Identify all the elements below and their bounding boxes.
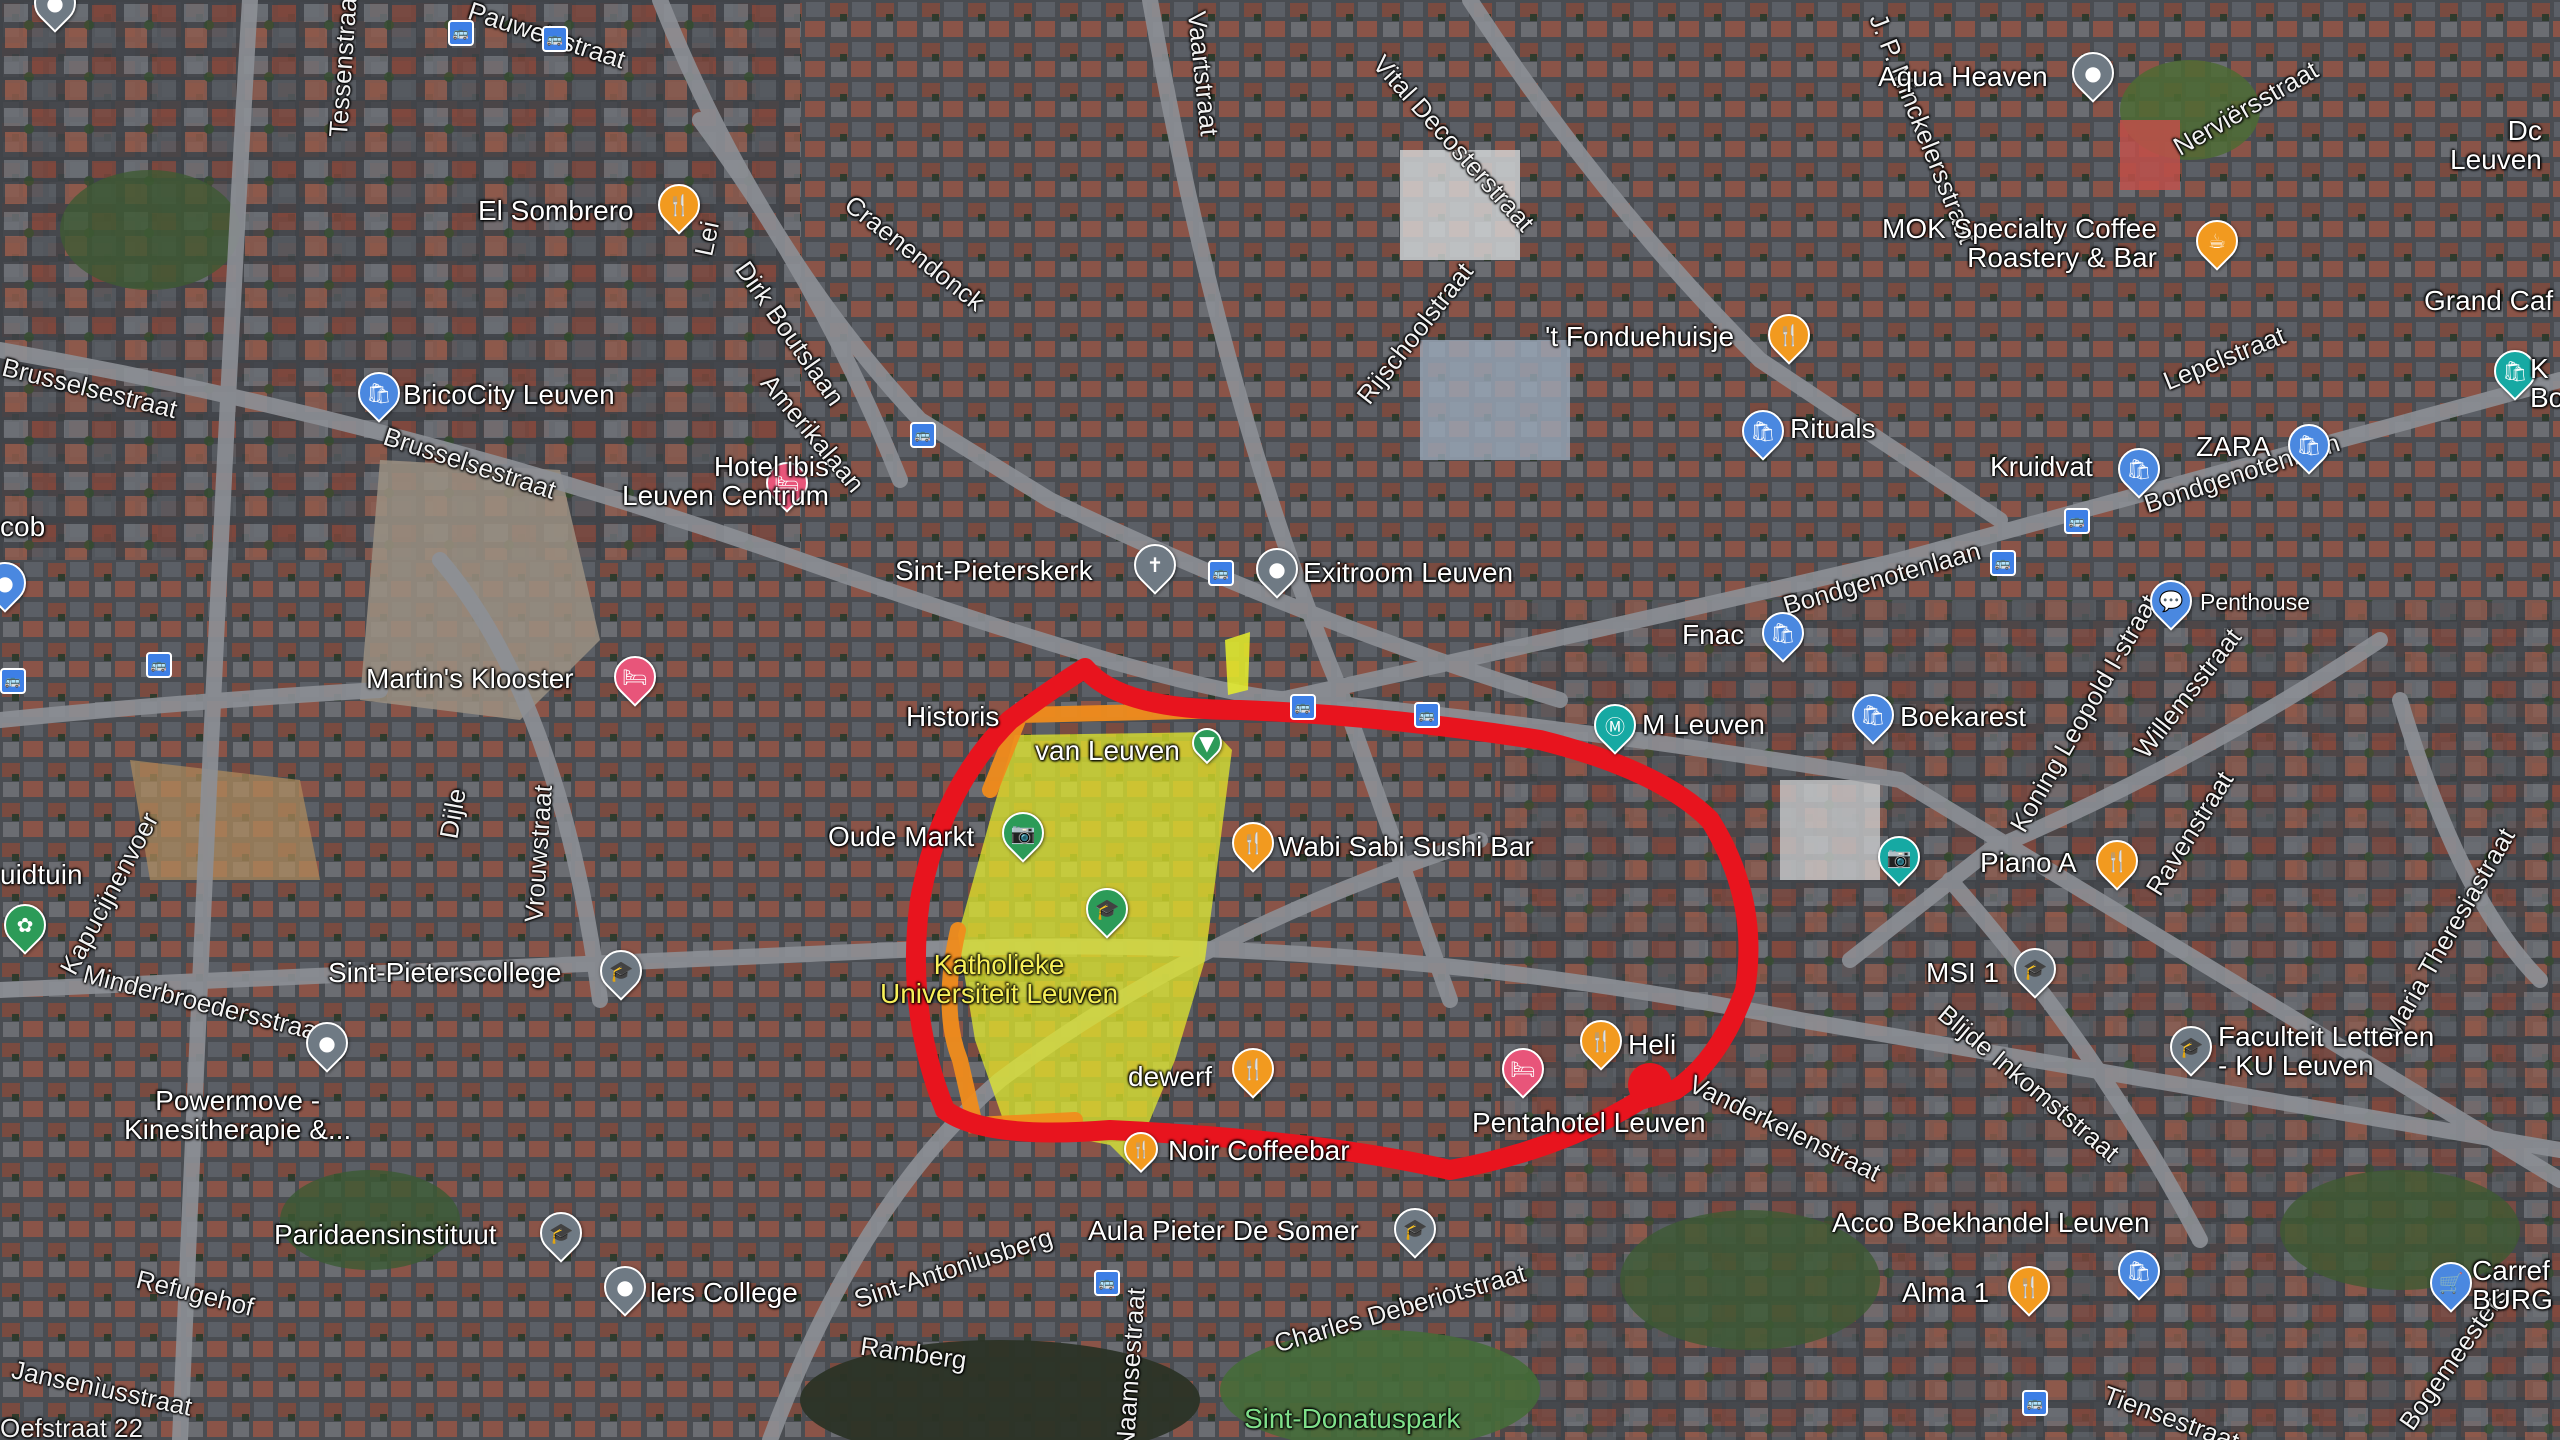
place-label-m-leuven[interactable]: M Leuven bbox=[1642, 709, 1765, 740]
place-label-faculteit-letteren[interactable]: Faculteit Letteren - KU Leuven bbox=[2218, 1021, 2435, 1082]
bus-stop-icon[interactable]: 🚌 bbox=[1208, 560, 1234, 586]
place-label-msi-1[interactable]: MSI 1 bbox=[1926, 957, 2000, 988]
bus-stop-icon[interactable]: 🚌 bbox=[1290, 694, 1316, 720]
place-label-ku-leuven[interactable]: Katholieke Universiteit Leuven bbox=[880, 949, 1119, 1010]
place-label-hotel-ibis[interactable]: Hotel ibis Leuven Centrum bbox=[622, 451, 830, 512]
bus-stop-icon[interactable]: 🚌 bbox=[542, 26, 568, 52]
place-label-kruidvat[interactable]: Kruidvat bbox=[1990, 451, 2093, 482]
place-label-noir-coffeebar[interactable]: Noir Coffeebar bbox=[1168, 1135, 1350, 1166]
bus-stop-icon[interactable]: 🚌 bbox=[2064, 508, 2090, 534]
bus-stop-icon[interactable]: 🚌 bbox=[910, 422, 936, 448]
place-label-piano-a[interactable]: Piano A bbox=[1980, 847, 2077, 878]
place-label-martins-klooster[interactable]: Martin's Klooster bbox=[366, 663, 574, 694]
place-label-sint-pieterscollege[interactable]: Sint-Pieterscollege bbox=[328, 957, 562, 988]
place-label-exitroom[interactable]: Exitroom Leuven bbox=[1303, 557, 1514, 588]
place-label-boekarest[interactable]: Boekarest bbox=[1900, 701, 2027, 732]
place-label-fonduehuisje[interactable]: 't Fonduehuisje bbox=[1545, 321, 1735, 352]
place-label-wabi-sabi[interactable]: Wabi Sabi Sushi Bar bbox=[1278, 831, 1534, 862]
place-label-cob[interactable]: cob bbox=[0, 511, 46, 542]
place-label-bricocity[interactable]: BricoCity Leuven bbox=[403, 379, 615, 410]
place-label-dewerf[interactable]: dewerf bbox=[1128, 1061, 1213, 1092]
place-label-aula-pieter-de-somer[interactable]: Aula Pieter De Somer bbox=[1088, 1215, 1359, 1246]
place-label-sint-donatuspark[interactable]: Sint-Donatuspark bbox=[1244, 1403, 1461, 1434]
yellow-highlight-tick bbox=[1225, 632, 1250, 695]
place-label-van-leuven[interactable]: van Leuven bbox=[1035, 735, 1180, 766]
street-label: Oefstraat 22 bbox=[0, 1413, 144, 1440]
bus-stop-icon[interactable]: 🚌 bbox=[448, 20, 474, 46]
place-label-aqua-heaven[interactable]: Aqua Heaven bbox=[1878, 61, 2048, 92]
place-label-k-bonc[interactable]: K Bonc bbox=[2530, 353, 2560, 414]
place-label-historis[interactable]: Historis bbox=[906, 701, 1000, 732]
place-label-grand-caf[interactable]: Grand Caf bbox=[2424, 285, 2554, 316]
place-label-acco-boekhandel[interactable]: Acco Boekhandel Leuven bbox=[1832, 1207, 2150, 1238]
bus-stop-icon[interactable]: 🚌 bbox=[1414, 702, 1440, 728]
place-label-pentahotel[interactable]: Pentahotel Leuven bbox=[1472, 1107, 1706, 1138]
place-label-fnac[interactable]: Fnac bbox=[1682, 619, 1745, 650]
place-label-heli[interactable]: Heli bbox=[1628, 1029, 1677, 1060]
red-loop-end-blob bbox=[1628, 1063, 1672, 1107]
bus-stop-icon[interactable]: 🚌 bbox=[2022, 1390, 2048, 1416]
place-label-alma-1[interactable]: Alma 1 bbox=[1902, 1277, 1990, 1308]
place-label-dc-leuven[interactable]: Dc Leuven bbox=[2450, 115, 2542, 176]
place-label-penthouse[interactable]: Penthouse bbox=[2200, 589, 2310, 615]
place-label-powermove[interactable]: Powermove - Kinesitherapie &... bbox=[124, 1085, 352, 1146]
place-label-sint-pieterskerk[interactable]: Sint-Pieterskerk bbox=[895, 555, 1093, 586]
bus-stop-icon[interactable]: 🚌 bbox=[1990, 550, 2016, 576]
bus-stop-icon[interactable]: 🚌 bbox=[0, 668, 26, 694]
place-label-uidtuin[interactable]: uidtuin bbox=[0, 859, 83, 890]
place-label-el-sombrero[interactable]: El Sombrero bbox=[478, 195, 634, 226]
place-label-lers-college[interactable]: lers College bbox=[650, 1277, 798, 1308]
bus-stop-icon[interactable]: 🚌 bbox=[1094, 1270, 1120, 1296]
place-label-mok-coffee[interactable]: MOK Specialty Coffee Roastery & Bar bbox=[1882, 213, 2157, 274]
place-label-oude-markt[interactable]: Oude Markt bbox=[828, 821, 975, 852]
place-label-rituals[interactable]: Rituals bbox=[1790, 413, 1876, 444]
place-label-paridaensinstituut[interactable]: Paridaensinstituut bbox=[274, 1219, 497, 1250]
red-loop-stroke bbox=[905, 658, 1759, 1180]
place-label-carrefour[interactable]: Carref BURG bbox=[2472, 1255, 2553, 1316]
place-label-zara[interactable]: ZARA bbox=[2196, 431, 2271, 462]
bus-stop-icon[interactable]: 🚌 bbox=[146, 652, 172, 678]
